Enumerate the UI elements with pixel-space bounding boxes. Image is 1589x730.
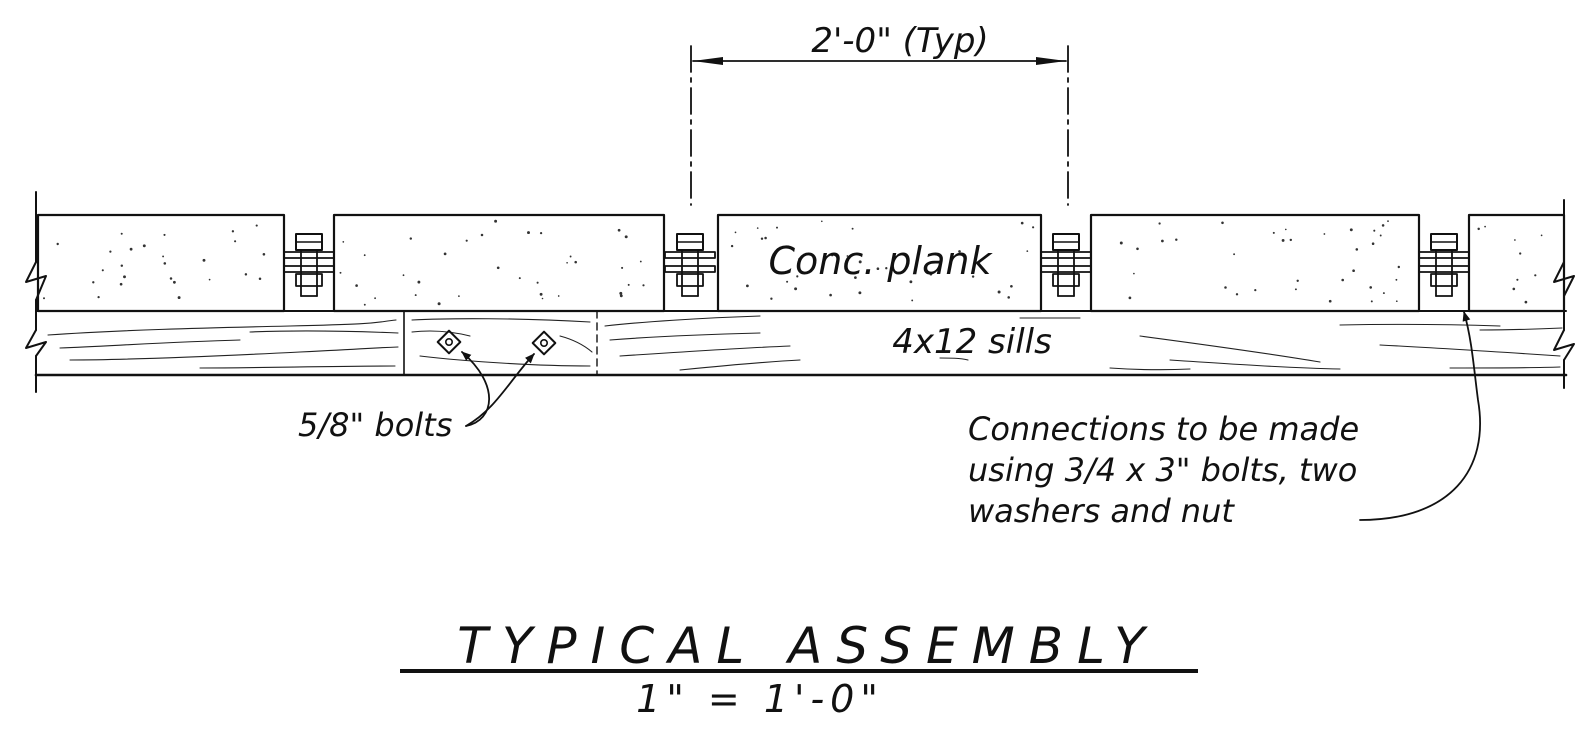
- right-break-line: [1553, 199, 1575, 389]
- sill-bolt-2: [531, 330, 557, 356]
- dimension-label: 2'-0" (Typ): [811, 21, 988, 61]
- drawing-scale: 1" = 1'-0": [636, 677, 884, 721]
- connection-note-line-1: Connections to be made: [968, 410, 1359, 448]
- bolt-assembly-2: [664, 233, 716, 297]
- plank-5: [1467, 213, 1566, 313]
- drawing-title: TYPICAL ASSEMBLY: [457, 617, 1158, 675]
- connection-note-line-3: washers and nut: [968, 492, 1235, 530]
- plank-1: [36, 213, 286, 313]
- bolt-assembly-3: [1040, 233, 1092, 297]
- bolt-assembly-4: [1418, 233, 1470, 297]
- plank-2: [332, 213, 666, 313]
- wood-grain: [47, 315, 1563, 371]
- connection-note-leader: [1359, 311, 1481, 521]
- sill-beam: [34, 310, 1568, 377]
- sill-bolts-label: 5/8" bolts: [298, 406, 452, 444]
- dimension-2ft-typ: 2'-0" (Typ): [690, 21, 1069, 206]
- plank-label: Conc. plank: [769, 239, 994, 283]
- plank-4: [1089, 213, 1421, 313]
- sill-label: 4x12 sills: [892, 322, 1052, 362]
- sill-bolts-leader-1: [461, 351, 490, 427]
- connection-note-line-2: using 3/4 x 3" bolts, two: [968, 451, 1357, 489]
- bolt-assembly-1: [283, 233, 335, 297]
- title-block: TYPICAL ASSEMBLY 1" = 1'-0": [400, 617, 1198, 721]
- sill-bolt-1: [436, 329, 462, 355]
- sill-bolts-leader-2: [465, 353, 535, 427]
- concrete-stipple: [43, 219, 1557, 306]
- left-break-line: [25, 191, 47, 393]
- connection-note: Connections to be made using 3/4 x 3" bo…: [968, 410, 1359, 530]
